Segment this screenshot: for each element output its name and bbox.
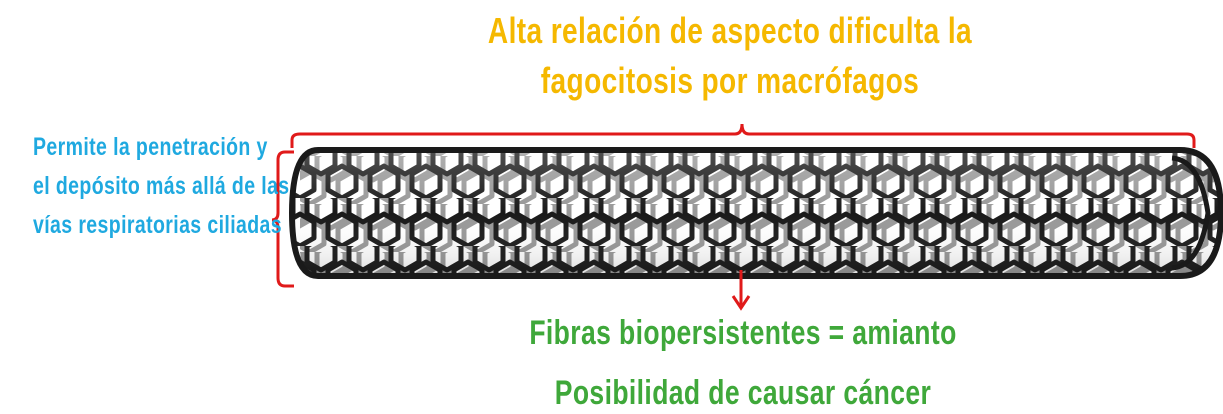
bottom-label-line-2: Posibilidad de causar cáncer	[554, 374, 932, 412]
bottom-label-line-1: Fibras biopersistentes = amianto	[529, 314, 957, 352]
side-label-line-2: el depósito más allá de las	[33, 172, 290, 200]
side-label-line-3: vías respiratorias ciliadas	[33, 211, 283, 239]
title-line-2: fagocitosis por macrófagos	[540, 60, 920, 101]
horizontal-brace-icon	[290, 123, 1196, 148]
side-label-line-1: Permite la penetración y	[33, 133, 268, 161]
carbon-nanotube-icon	[288, 147, 1223, 279]
arrow-down-icon	[731, 270, 751, 311]
title-line-1: Alta relación de aspecto dificulta la	[487, 10, 973, 51]
vertical-brace-icon	[271, 150, 294, 288]
side-label: Permite la penetración y el depósito más…	[33, 128, 290, 245]
